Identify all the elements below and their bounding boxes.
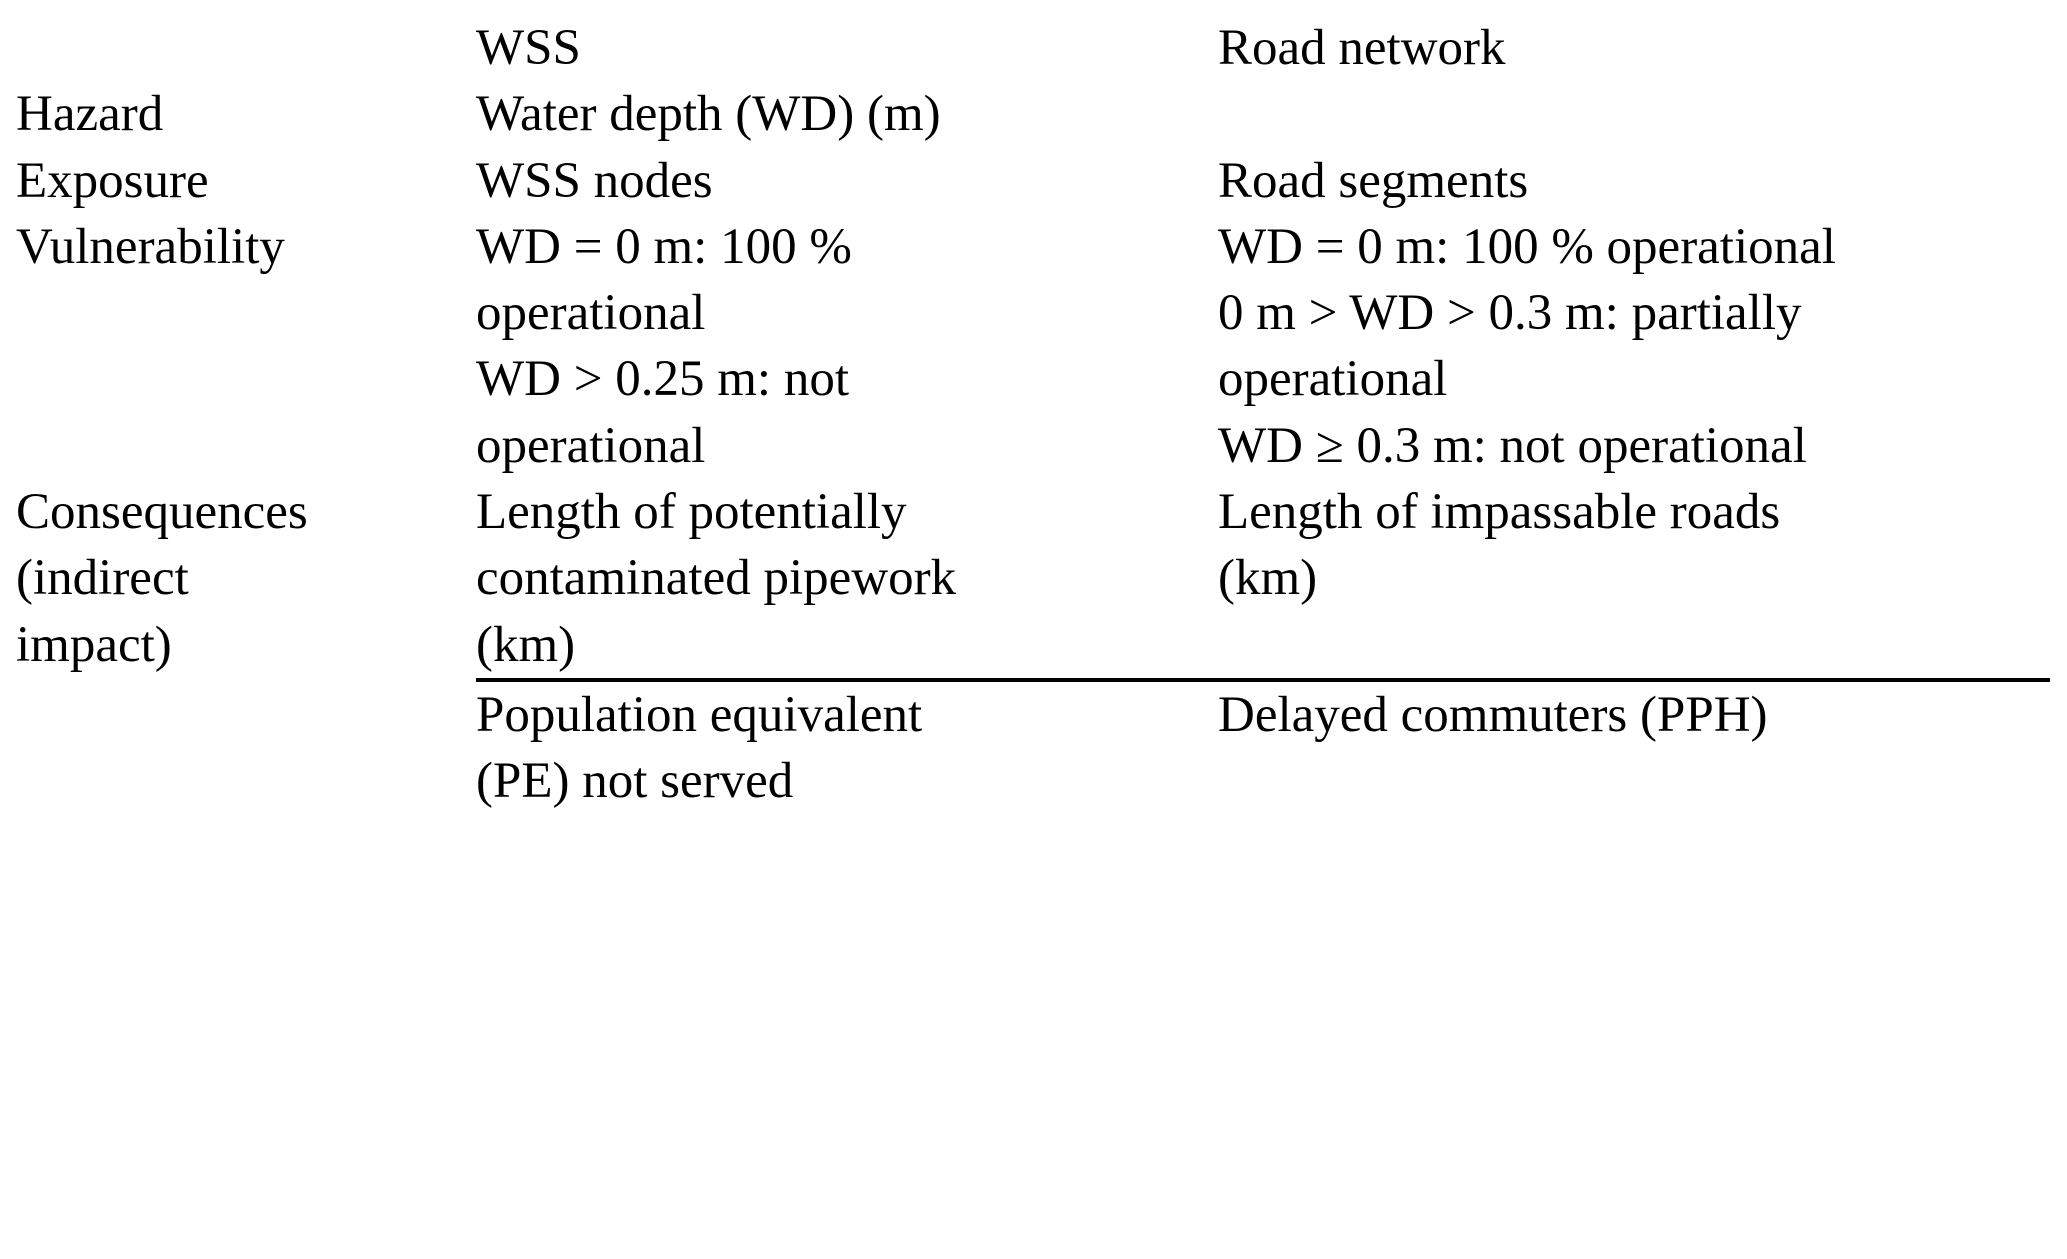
consequences-length-road-value: Length of impassable roads (km)	[1218, 479, 2050, 680]
vulnerability-wss-value: WD = 0 m: 100 % operational WD > 0.25 m:…	[476, 214, 1218, 479]
consequences-length-road-line-2: (km)	[1218, 550, 1318, 607]
consequences-length-wss-line-3: (km)	[476, 616, 576, 673]
header-cell-attribute	[16, 15, 476, 81]
row-label-consequences-continued	[16, 680, 476, 815]
consequences-population-wss-line-1: Population equivalent	[476, 686, 923, 743]
row-label-consequences: Consequences (indirect impact)	[16, 479, 476, 680]
consequences-label-line-1: Consequences	[16, 484, 308, 541]
vulnerability-wss-line-2: operational	[476, 285, 706, 342]
table-header: WSS Road network	[16, 15, 2050, 81]
vulnerability-wss-line-4: operational	[476, 417, 706, 474]
hazard-value-spanned: Water depth (WD) (m)	[476, 86, 941, 143]
consequences-length-wss-line-2: contaminated pipework	[476, 550, 957, 607]
row-label-exposure: Exposure	[16, 152, 209, 209]
table-row-consequences-population: Population equivalent (PE) not served De…	[16, 677, 2050, 815]
row-label-hazard: Hazard	[16, 86, 164, 143]
risk-assessment-table: WSS Road network Hazard Water depth (WD)…	[16, 15, 2050, 815]
consequences-population-road-line-1: Delayed commuters (PPH)	[1218, 686, 1768, 743]
table-row-vulnerability: Vulnerability WD = 0 m: 100 % operationa…	[16, 214, 2050, 479]
table-row-exposure: Exposure WSS nodes Road segments	[16, 148, 2050, 214]
consequences-label-line-2: (indirect	[16, 550, 189, 607]
exposure-wss-line-1: WSS nodes	[476, 152, 713, 209]
consequences-label-line-3: impact)	[16, 616, 172, 673]
consequences-population-road-value: Delayed commuters (PPH)	[1218, 677, 2050, 815]
header-cell-wss: WSS	[476, 20, 581, 76]
consequences-length-road-line-1: Length of impassable roads	[1218, 484, 1781, 541]
vulnerability-road-line-2: 0 m > WD > 0.3 m: partially	[1218, 285, 1802, 342]
table-row-consequences-length: Consequences (indirect impact) Length of…	[16, 479, 2050, 680]
consequences-population-wss-line-2: (PE) not served	[476, 753, 794, 810]
row-label-vulnerability: Vulnerability	[16, 218, 285, 275]
vulnerability-road-line-3: operational	[1218, 351, 1448, 408]
vulnerability-wss-line-3: WD > 0.25 m: not	[476, 351, 849, 408]
exposure-road-line-1: Road segments	[1218, 152, 1529, 209]
consequences-length-wss-value: Length of potentially contaminated pipew…	[476, 479, 1218, 680]
table-body: Hazard Water depth (WD) (m) Exposure WSS…	[16, 81, 2050, 815]
header-row: WSS Road network	[16, 15, 2050, 81]
vulnerability-road-value: WD = 0 m: 100 % operational 0 m > WD > 0…	[1218, 214, 2050, 479]
vulnerability-wss-line-1: WD = 0 m: 100 %	[476, 218, 852, 275]
table-row-hazard: Hazard Water depth (WD) (m)	[16, 81, 2050, 147]
vulnerability-road-line-1: WD = 0 m: 100 % operational	[1218, 218, 1836, 275]
exposure-road-value: Road segments	[1218, 148, 2050, 214]
consequences-population-wss-value: Population equivalent (PE) not served	[476, 677, 1218, 815]
vulnerability-road-line-4: WD ≥ 0.3 m: not operational	[1218, 417, 1807, 474]
consequences-length-wss-line-1: Length of potentially	[476, 484, 907, 541]
exposure-wss-value: WSS nodes	[476, 148, 1218, 214]
header-cell-road-network: Road network	[1218, 20, 1506, 76]
